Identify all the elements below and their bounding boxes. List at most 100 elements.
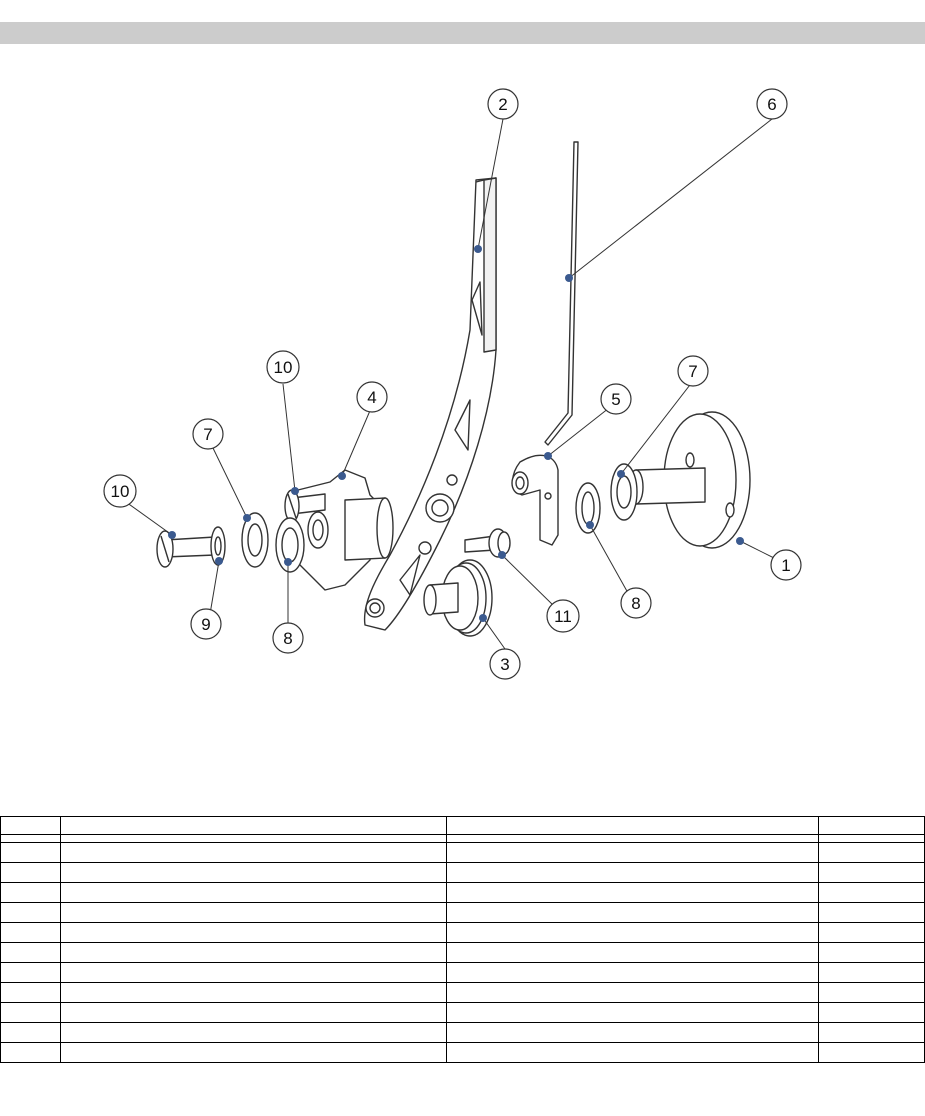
table-cell — [817, 902, 925, 923]
table-row — [0, 982, 925, 1003]
leader-lines — [125, 118, 777, 650]
table-cell — [817, 942, 925, 963]
table-cell — [817, 922, 925, 943]
svg-text:7: 7 — [203, 425, 212, 444]
table-row — [0, 942, 925, 963]
table-cell — [0, 834, 62, 843]
table-cell — [60, 962, 447, 983]
leader-dots — [168, 245, 744, 622]
table-row — [0, 816, 925, 835]
svg-text:8: 8 — [283, 629, 292, 648]
table-cell — [445, 1042, 819, 1063]
table-cell — [0, 922, 62, 943]
svg-text:1: 1 — [781, 556, 790, 575]
table-row — [0, 922, 925, 943]
svg-text:7: 7 — [688, 362, 697, 381]
callout-7-left: 7 — [192, 418, 224, 450]
part-pulley — [423, 559, 493, 637]
table-row — [0, 962, 925, 983]
table-cell — [445, 982, 819, 1003]
table-cell — [817, 1022, 925, 1043]
part-ring-right — [575, 482, 601, 534]
table-cell — [445, 1002, 819, 1023]
part-link — [511, 454, 559, 546]
callout-5: 5 — [600, 383, 632, 415]
table-cell — [60, 982, 447, 1003]
table-cell — [0, 1042, 62, 1063]
table-cell — [0, 942, 62, 963]
table-cell — [60, 816, 447, 835]
table-cell — [817, 1042, 925, 1063]
callout-6: 6 — [756, 88, 788, 120]
header-band — [0, 22, 925, 44]
table-row — [0, 842, 925, 863]
svg-text:2: 2 — [498, 95, 507, 114]
svg-text:10: 10 — [274, 358, 293, 377]
part-washer-left — [241, 512, 269, 568]
table-cell — [0, 816, 62, 835]
part-hub-block — [289, 469, 394, 591]
svg-text:6: 6 — [767, 95, 776, 114]
table-cell — [60, 922, 447, 943]
table-row — [0, 1022, 925, 1043]
svg-text:4: 4 — [367, 388, 376, 407]
callout-9: 9 — [190, 608, 222, 640]
table-cell — [0, 862, 62, 883]
table-cell — [445, 834, 819, 843]
table-cell — [817, 962, 925, 983]
table-cell — [0, 842, 62, 863]
table-cell — [60, 882, 447, 903]
callout-8-left: 8 — [272, 622, 304, 654]
part-washer-right — [610, 463, 638, 521]
table-cell — [0, 982, 62, 1003]
table-cell — [60, 834, 447, 843]
parts-list-table — [0, 816, 925, 1063]
table-cell — [445, 902, 819, 923]
callout-10-upper: 10 — [266, 350, 300, 384]
svg-text:9: 9 — [201, 615, 210, 634]
svg-text:5: 5 — [611, 390, 620, 409]
table-cell — [60, 942, 447, 963]
table-row — [0, 1002, 925, 1023]
callout-8-right: 8 — [620, 587, 652, 619]
table-cell — [817, 982, 925, 1003]
table-row — [0, 862, 925, 883]
table-cell — [60, 862, 447, 883]
table-cell — [60, 1022, 447, 1043]
table-cell — [445, 816, 819, 835]
table-cell — [817, 882, 925, 903]
table-row — [0, 902, 925, 923]
part-pin — [464, 528, 511, 558]
table-cell — [445, 862, 819, 883]
part-screw-upper — [284, 489, 326, 523]
callout-7-right: 7 — [677, 355, 709, 387]
table-cell — [445, 922, 819, 943]
callout-10-lower: 10 — [103, 474, 137, 508]
table-cell — [0, 1022, 62, 1043]
table-cell — [817, 834, 925, 843]
table-cell — [0, 902, 62, 923]
svg-text:3: 3 — [500, 655, 509, 674]
table-cell — [817, 1002, 925, 1023]
exploded-parts-diagram: 2 6 10 4 7 5 7 10 9 8 11 8 1 3 — [103, 88, 802, 680]
table-cell — [445, 1022, 819, 1043]
callout-1: 1 — [770, 549, 802, 581]
table-cell — [60, 1042, 447, 1063]
table-cell — [0, 962, 62, 983]
callout-11: 11 — [546, 599, 580, 633]
callout-3: 3 — [489, 648, 521, 680]
table-cell — [445, 882, 819, 903]
table-cell — [445, 842, 819, 863]
table-row — [0, 834, 925, 843]
svg-text:11: 11 — [554, 607, 572, 626]
table-cell — [0, 1002, 62, 1023]
table-cell — [445, 962, 819, 983]
part-flanged-shaft — [628, 411, 751, 549]
table-cell — [60, 1002, 447, 1023]
table-cell — [60, 902, 447, 923]
table-cell — [817, 842, 925, 863]
callout-2: 2 — [487, 88, 519, 120]
svg-text:10: 10 — [111, 482, 130, 501]
part-screw-lower — [156, 526, 226, 568]
table-cell — [0, 882, 62, 903]
